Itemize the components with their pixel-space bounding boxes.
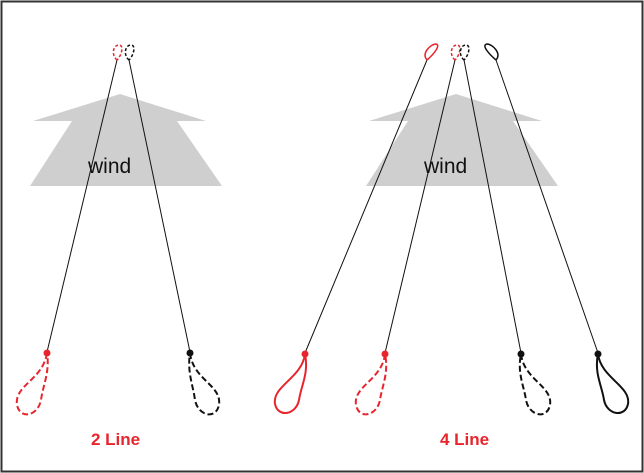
wind-label: wind bbox=[87, 155, 131, 178]
kite-line-loop-icon bbox=[124, 44, 135, 61]
flying-line-inner-left bbox=[384, 59, 456, 354]
flying-line-outer-left bbox=[304, 59, 428, 354]
panel-label: 4 Line bbox=[440, 430, 489, 449]
handle-loop-icon bbox=[273, 353, 308, 414]
wind-arrow-icon bbox=[30, 94, 222, 186]
kite-line-loop-icon bbox=[484, 43, 499, 61]
handle-loop-icon bbox=[15, 352, 49, 416]
handle-loop-icon bbox=[518, 353, 552, 416]
wind-label: wind bbox=[423, 155, 467, 178]
panel-4-line: wind 4 Line bbox=[273, 43, 630, 449]
flying-line-inner-right bbox=[463, 59, 522, 354]
flying-line-left bbox=[46, 59, 118, 353]
flying-line-right bbox=[128, 59, 191, 353]
handle-loop-icon bbox=[595, 353, 630, 414]
handle-loop-icon bbox=[188, 352, 221, 416]
handle-loop-icon bbox=[354, 353, 388, 416]
kite-line-loop-icon bbox=[112, 44, 123, 61]
panel-2-line: wind 2 Line bbox=[15, 44, 222, 449]
wind-arrow-icon bbox=[366, 94, 558, 186]
kite-line-loop-icon bbox=[459, 44, 470, 61]
kite-line-loop-icon bbox=[450, 44, 461, 61]
kite-line-loop-icon bbox=[424, 43, 439, 61]
flying-line-outer-right bbox=[495, 59, 599, 354]
panel-label: 2 Line bbox=[91, 430, 140, 449]
